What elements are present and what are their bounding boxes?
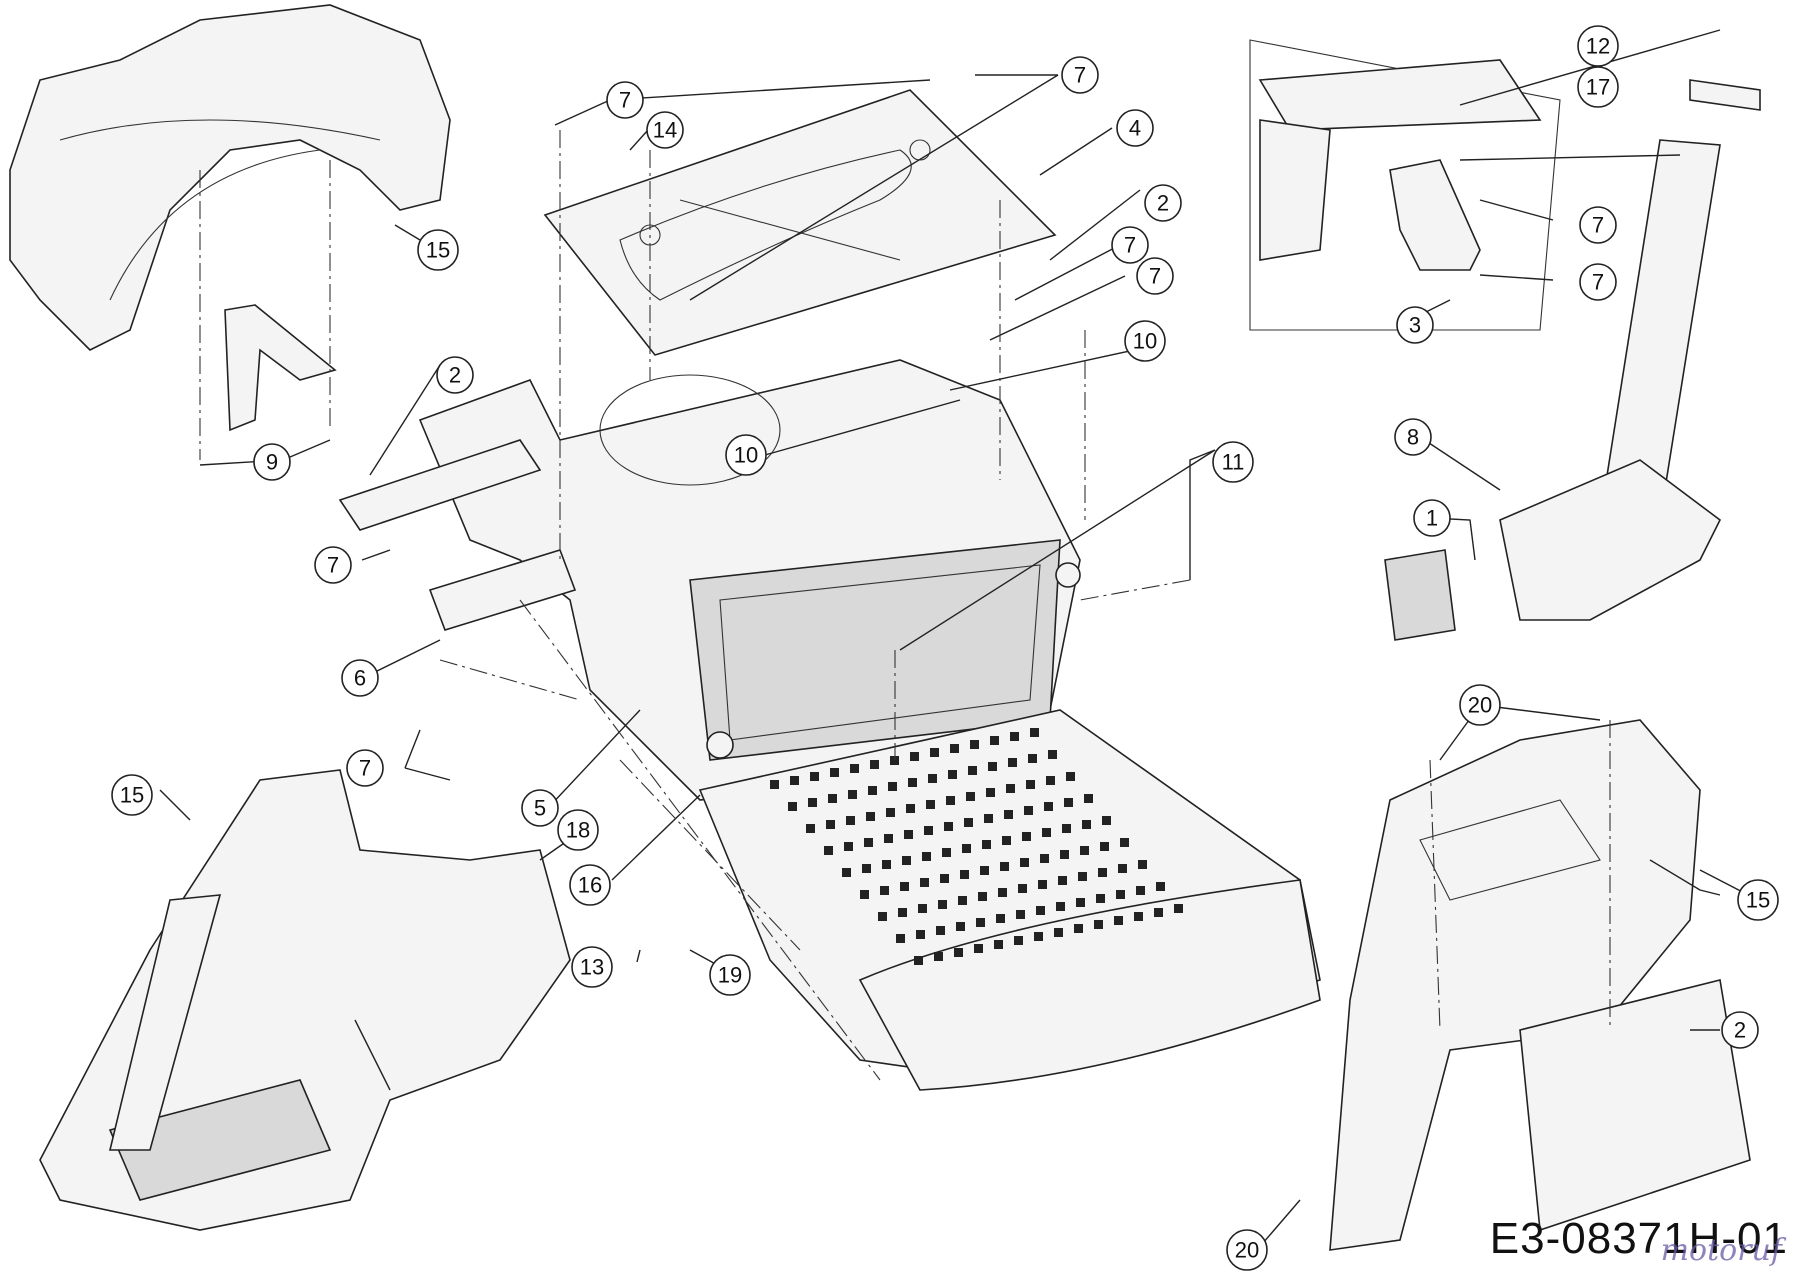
callout-8: 8 [1394, 418, 1432, 456]
svg-text:11: 11 [1222, 450, 1245, 475]
callout-10: 10 [725, 434, 767, 476]
svg-text:15: 15 [1746, 888, 1770, 913]
callout-15: 15 [111, 774, 153, 816]
svg-text:15: 15 [426, 238, 450, 263]
callout-1: 1 [1413, 499, 1451, 537]
svg-text:14: 14 [653, 118, 677, 143]
callout-19: 19 [709, 954, 751, 996]
callout-9: 9 [253, 443, 291, 481]
callout-7: 7 [1579, 263, 1617, 301]
callout-7: 7 [1136, 257, 1174, 295]
svg-text:12: 12 [1586, 34, 1610, 59]
svg-text:20: 20 [1468, 693, 1492, 718]
svg-text:7: 7 [1592, 213, 1604, 238]
callout-16: 16 [569, 864, 611, 906]
svg-text:3: 3 [1409, 313, 1421, 338]
tractor-body-bottom-right [1329, 719, 1751, 1251]
floor-plate [698, 709, 1321, 1091]
callout-17: 17 [1577, 66, 1619, 108]
svg-text:4: 4 [1129, 116, 1141, 141]
svg-text:1: 1 [1426, 506, 1438, 531]
callout-13: 13 [571, 946, 613, 988]
steering-column [1384, 79, 1761, 641]
callout-2: 2 [1721, 1011, 1759, 1049]
svg-text:10: 10 [1133, 329, 1157, 354]
drawing-number: E3-08371H-01 [1489, 1214, 1788, 1263]
callout-15: 15 [1737, 879, 1779, 921]
callout-7: 7 [314, 546, 352, 584]
svg-text:2: 2 [449, 363, 461, 388]
callout-7: 7 [1061, 56, 1099, 94]
svg-text:2: 2 [1734, 1018, 1746, 1043]
svg-text:7: 7 [1124, 233, 1136, 258]
fender-detail-top-left [9, 4, 451, 460]
svg-text:19: 19 [718, 963, 742, 988]
callout-5: 5 [521, 789, 559, 827]
callout-14: 14 [646, 111, 684, 149]
svg-text:17: 17 [1586, 75, 1610, 100]
svg-text:20: 20 [1235, 1238, 1259, 1263]
svg-text:2: 2 [1157, 191, 1169, 216]
callout-12: 12 [1577, 25, 1619, 67]
callout-6: 6 [341, 659, 379, 697]
callout-20: 20 [1459, 684, 1501, 726]
callout-4: 4 [1116, 109, 1154, 147]
svg-text:18: 18 [566, 818, 590, 843]
bracket-inset-top-right [1249, 39, 1561, 331]
svg-text:7: 7 [1074, 63, 1086, 88]
callout-11: 11 [1212, 441, 1254, 483]
svg-text:7: 7 [359, 756, 371, 781]
svg-text:7: 7 [619, 88, 631, 113]
svg-text:7: 7 [327, 553, 339, 578]
svg-text:15: 15 [120, 783, 144, 808]
callout-7: 7 [1111, 226, 1149, 264]
callout-7: 7 [1579, 206, 1617, 244]
main-frame [338, 359, 1081, 801]
callout-10: 10 [1124, 320, 1166, 362]
callout-7: 7 [606, 81, 644, 119]
seat-plate [543, 89, 1057, 356]
svg-text:9: 9 [266, 450, 278, 475]
svg-text:8: 8 [1407, 425, 1419, 450]
callout-20: 20 [1226, 1229, 1268, 1271]
svg-text:10: 10 [734, 443, 758, 468]
svg-text:7: 7 [1592, 270, 1604, 295]
watermark-logo: motoruf [1660, 1233, 1782, 1268]
svg-text:6: 6 [354, 666, 366, 691]
callout-2: 2 [1144, 184, 1182, 222]
callout-2: 2 [436, 356, 474, 394]
callout-15: 15 [417, 229, 459, 271]
callout-18: 18 [557, 809, 599, 851]
callout-7: 7 [346, 749, 384, 787]
svg-text:7: 7 [1149, 264, 1161, 289]
callouts: 7 14 7 4 2 7 7 10 10 11 2 15 9 7 6 7 5 1… [111, 25, 1779, 1271]
svg-text:5: 5 [534, 796, 546, 821]
svg-text:16: 16 [578, 873, 602, 898]
svg-text:13: 13 [580, 955, 604, 980]
tractor-body-bottom-left [39, 769, 571, 1231]
callout-3: 3 [1396, 306, 1434, 344]
